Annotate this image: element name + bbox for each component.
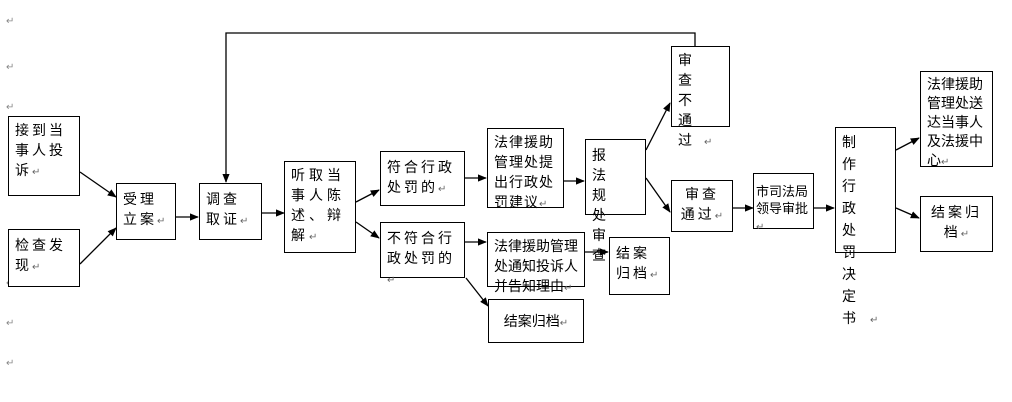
node-report-review: 报法规处审查↵	[585, 139, 646, 264]
node-propose-penalty: 法律援助管理处提出行政处罚建议↵	[487, 128, 564, 211]
node-receive-complaint: 接到当事人投诉↵	[8, 116, 80, 196]
node-close-archive-1: 结案归档↵	[609, 237, 670, 295]
node-hear-statement: 听取当事人陈述、辩解↵	[284, 161, 356, 253]
arrow-inspection-to-accept	[79, 227, 117, 265]
arrow-report-to-failed	[645, 102, 671, 151]
paragraph-mark: ↵	[6, 16, 15, 27]
node-review-passed: 审查通过↵	[671, 180, 733, 232]
node-deliver: 法律援助管理处送达当事人及法援中心↵	[920, 71, 993, 169]
arrow-not-meets-to-archive	[465, 277, 489, 307]
arrow-report-to-passed	[645, 177, 671, 213]
paragraph-mark: ↵	[6, 62, 15, 73]
node-meets-penalty: 符合行政处罚的↵	[380, 151, 465, 206]
arrow-decision-to-deliver	[895, 137, 920, 151]
arrow-decision-to-archive	[895, 207, 920, 219]
node-not-meets-penalty: 不符合行政处罚的↵	[380, 222, 465, 286]
node-close-archive-2: 结案归档↵	[488, 299, 584, 343]
paragraph-mark: ↵	[6, 358, 15, 369]
node-close-archive-3: 结案归档↵	[920, 196, 993, 252]
node-accept-case: 受理立案↵	[116, 183, 176, 240]
node-investigate: 调查取证↵	[199, 183, 262, 240]
node-notify-complainant: 法律援助管理处通知投诉人并告知理由↵	[487, 232, 585, 295]
node-make-decision: 制作行政处罚决定书↵	[835, 127, 896, 327]
node-bureau-approval: 市司法局领导审批↵	[753, 173, 814, 233]
arrow-hearing-to-not-meets	[355, 221, 380, 239]
arrow-complaint-to-accept	[79, 171, 117, 198]
paragraph-mark: ↵	[6, 318, 15, 329]
paragraph-mark: ↵	[6, 102, 15, 113]
arrow-failed-back-to-investigate	[222, 32, 696, 183]
node-review-failed: 审查不通过↵	[671, 46, 730, 149]
node-inspection-found: 检查发现↵	[8, 229, 80, 287]
arrow-hearing-to-meets	[355, 189, 380, 203]
